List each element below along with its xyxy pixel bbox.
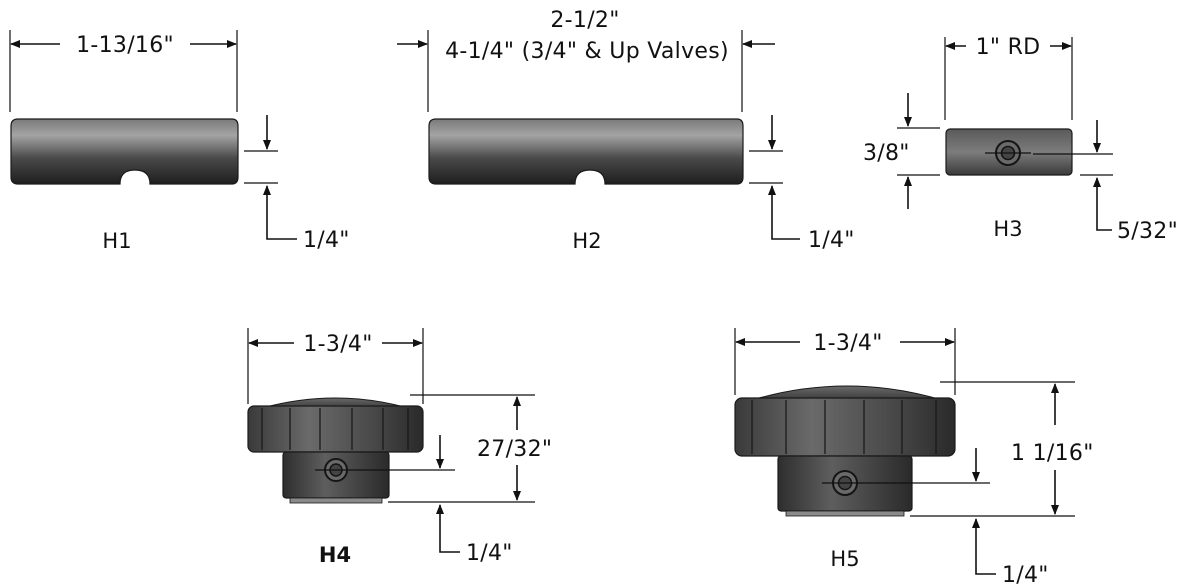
h1-label: H1 xyxy=(102,229,131,253)
h1-length-dimension: 1-13/16" xyxy=(76,33,174,58)
h4-diameter-dimension: 1-3/4" xyxy=(303,332,372,357)
h5-diameter-dimension: 1-3/4" xyxy=(813,331,882,356)
h4-knob-grip xyxy=(247,405,424,453)
h4-label: H4 xyxy=(319,543,351,567)
h5-offset-dimension: 1/4" xyxy=(1002,563,1049,587)
h3-diameter-dimension: 1" RD xyxy=(976,35,1041,60)
h2-length-dimension-1: 2-1/2" xyxy=(550,8,619,33)
h2-groove-dimension: 1/4" xyxy=(808,228,855,253)
h3-thickness-dimension: 3/8" xyxy=(863,141,910,166)
h2-pin-body xyxy=(428,118,744,185)
h4-height-dimension: 27/32" xyxy=(477,437,552,462)
h5-label: H5 xyxy=(830,547,859,571)
h5-height-dimension: 1 1/16" xyxy=(1011,441,1094,466)
part-h4: 1-3/4" 27/32" 1/4" H4 xyxy=(247,328,552,567)
h3-label: H3 xyxy=(993,217,1022,241)
h5-offset-arrow-bottom xyxy=(972,518,996,575)
h2-groove-arrow-bottom xyxy=(768,185,800,240)
h1-groove-dimension: 1/4" xyxy=(303,228,350,253)
h5-knob-grip xyxy=(734,397,956,457)
h4-offset-arrow-bottom xyxy=(436,504,460,553)
h2-length-dimension-2: 4-1/4" (3/4" & Up Valves) xyxy=(445,39,729,64)
h2-label: H2 xyxy=(572,229,601,253)
h1-pin-body xyxy=(10,118,239,185)
h5-knob-dome xyxy=(751,385,943,401)
h5-base-ring xyxy=(785,510,905,517)
h5-grip-flutes xyxy=(751,400,937,454)
h4-offset-dimension: 1/4" xyxy=(466,541,513,566)
part-h5: 1-3/4" 1 1/16" 1/4" H5 xyxy=(734,328,1094,587)
part-h2: 2-1/2" 4-1/4" (3/4" & Up Valves) 1/4" H2 xyxy=(397,8,855,253)
h3-offset-arrow-bottom xyxy=(1093,177,1112,231)
h3-offset-dimension: 5/32" xyxy=(1117,219,1178,244)
part-h3: 1" RD 3/8" 5/32" H3 xyxy=(863,35,1178,244)
h4-grip-flutes xyxy=(261,408,409,450)
h1-groove-arrow-bottom xyxy=(263,185,297,240)
part-h1: 1-13/16" 1/4" H1 xyxy=(9,30,350,253)
h4-base-ring xyxy=(289,497,383,504)
